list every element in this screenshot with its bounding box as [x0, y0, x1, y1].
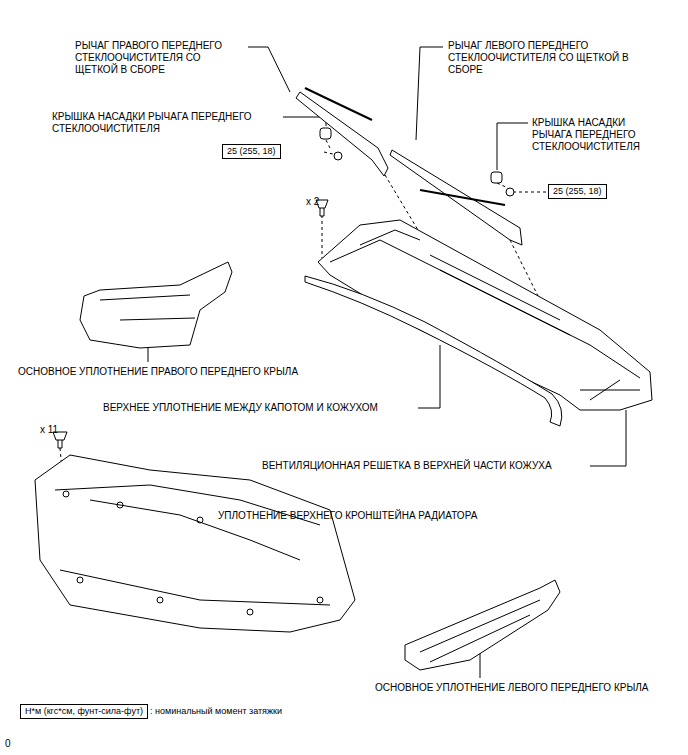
legend-note: : номинальный момент затяжки: [148, 704, 284, 719]
part-label: ОСНОВНОЕ УПЛОТНЕНИЕ ПРАВОГО ПЕРЕДНЕГО КР…: [18, 366, 348, 378]
part-label: КРЫШКА НАСАДКИ РЫЧАГА ПЕРЕДНЕГО СТЕКЛООЧ…: [532, 117, 660, 153]
part-label: 0: [5, 738, 25, 750]
leader-line: [283, 117, 326, 126]
part-label: ОСНОВНОЕ УПЛОТНЕНИЕ ЛЕВОГО ПЕРЕДНЕГО КРЫ…: [375, 682, 655, 694]
torque-value: 25 (255, 18): [548, 184, 607, 199]
part-label: РЫЧАГ ЛЕВОГО ПЕРЕДНЕГО СТЕКЛООЧИСТИТЕЛЯ …: [448, 40, 648, 76]
part-label: x 11: [40, 424, 70, 436]
part-label: УПЛОТНЕНИЕ ВЕРХНЕГО КРОНШТЕЙНА РАДИАТОРА: [218, 510, 548, 522]
torque-value: 25 (255, 18): [222, 144, 281, 159]
leader-line: [418, 345, 440, 408]
part-label: ВЕРХНЕЕ УПЛОТНЕНИЕ МЕЖДУ КАПОТОМ И КОЖУХ…: [103, 402, 415, 414]
leader-line: [248, 47, 290, 92]
leader-line: [497, 123, 528, 170]
torque-box: 25 (255, 18): [548, 184, 607, 199]
part-label: КРЫШКА НАСАДКИ РЫЧАГА ПЕРЕДНЕГО СТЕКЛООЧ…: [52, 111, 280, 135]
part-label: ВЕНТИЛЯЦИОННАЯ РЕШЕТКА В ВЕРХНЕЙ ЧАСТИ К…: [262, 460, 587, 472]
leader-line: [416, 47, 443, 140]
torque-box: 25 (255, 18): [222, 144, 281, 159]
torque-legend: Н*м (кгс*см, фунт-сила-фут): номинальный…: [20, 704, 284, 719]
torque-value: Н*м (кгс*см, фунт-сила-фут): [20, 704, 148, 719]
leader-line: [590, 410, 626, 466]
part-label: РЫЧАГ ПРАВОГО ПЕРЕДНЕГО СТЕКЛООЧИСТИТЕЛЯ…: [75, 40, 245, 76]
part-label: x 2: [306, 196, 328, 208]
